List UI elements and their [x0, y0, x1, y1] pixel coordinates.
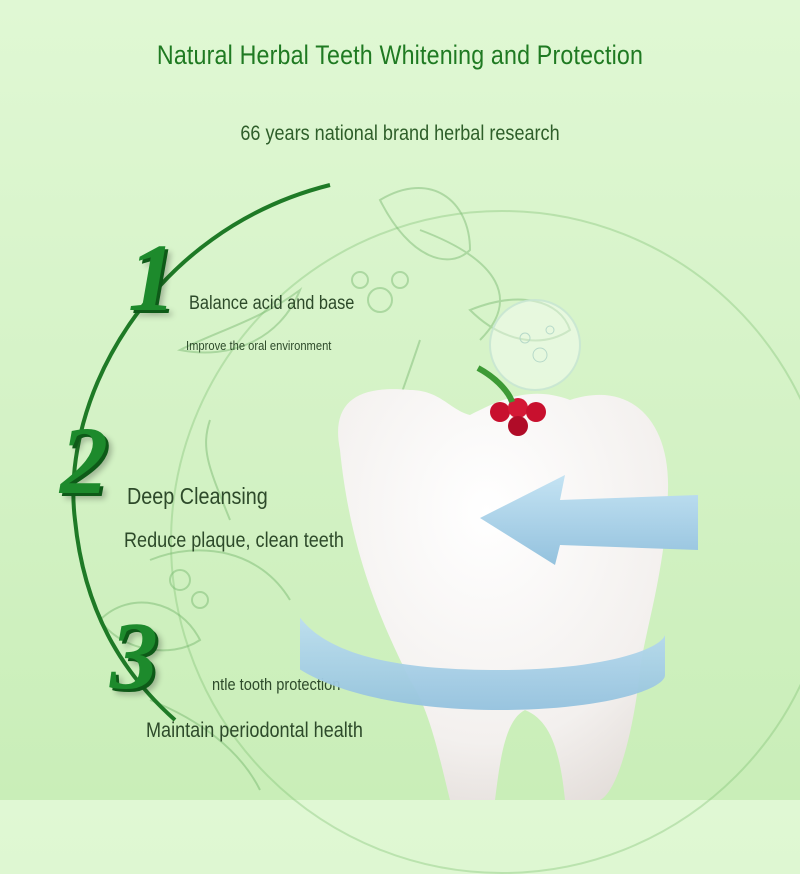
feature-number-3: 3	[110, 602, 158, 709]
berry-icon	[476, 365, 546, 436]
feature-desc-3: Maintain periodontal health	[146, 719, 363, 742]
tooth-icon	[300, 299, 698, 800]
bubble-icon	[489, 299, 581, 391]
feature-number-1: 1	[128, 224, 176, 331]
feature-title-1: Balance acid and base	[189, 293, 355, 314]
feature-desc-2: Reduce plaque, clean teeth	[124, 529, 344, 552]
page-title: Natural Herbal Teeth Whitening and Prote…	[156, 40, 644, 70]
feature-title-2: Deep Cleansing	[127, 483, 268, 509]
feature-desc-1: Improve the oral environment	[186, 338, 332, 353]
feature-title-3: ntle tooth protection	[212, 675, 341, 694]
feature-number-2: 2	[60, 407, 108, 514]
green-arc-line	[71, 183, 331, 722]
page-subtitle: 66 years national brand herbal research	[240, 122, 560, 145]
